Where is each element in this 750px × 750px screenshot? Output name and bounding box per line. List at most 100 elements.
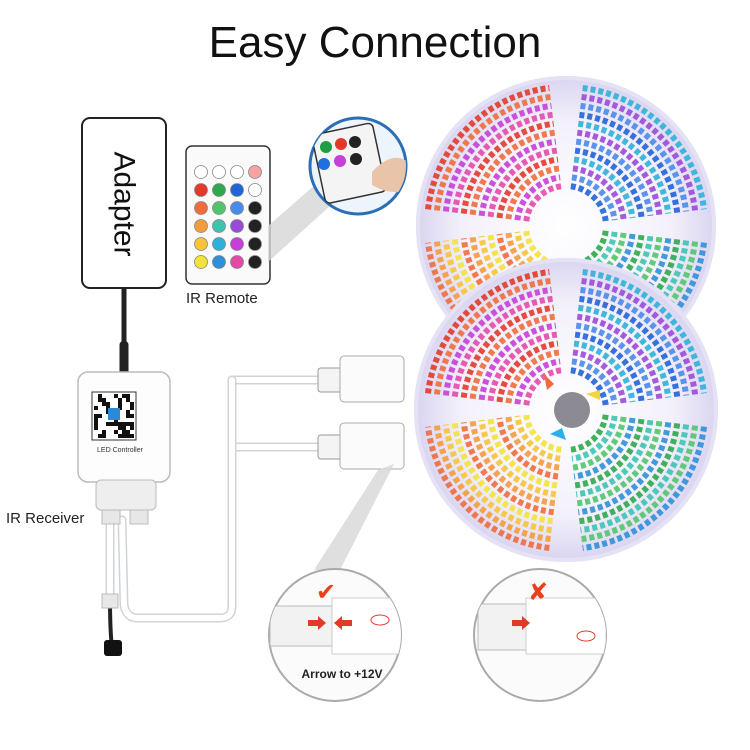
qr-code-cell bbox=[130, 426, 134, 430]
remote-button-icon bbox=[194, 255, 208, 269]
led-strip-segment bbox=[523, 183, 562, 222]
led-strip-segment bbox=[575, 322, 654, 401]
qr-code-cell bbox=[122, 422, 126, 426]
led-strip-segment bbox=[570, 414, 609, 453]
qr-code-cell bbox=[118, 426, 122, 430]
led-strip-segment bbox=[514, 358, 561, 405]
qr-code-cell bbox=[110, 422, 114, 426]
qr-code-cell bbox=[126, 430, 130, 434]
remote-button-icon bbox=[230, 183, 244, 197]
arrow-note: Arrow to +12V bbox=[301, 667, 383, 681]
remote-button-icon bbox=[248, 183, 262, 197]
qr-code-cell bbox=[118, 398, 122, 402]
led-strip-segment bbox=[487, 418, 558, 489]
led-strip-segment bbox=[580, 102, 690, 212]
led-strip-segment bbox=[571, 358, 618, 405]
remote-zoom bbox=[268, 116, 408, 262]
wrong-connection-zoom bbox=[473, 568, 607, 702]
qr-code-cell bbox=[98, 434, 102, 438]
qr-code-cell bbox=[94, 418, 98, 422]
qr-code-cell bbox=[102, 434, 106, 438]
led-strip-segment bbox=[514, 231, 561, 278]
qr-code-cell bbox=[98, 394, 102, 398]
led-strip-segment bbox=[442, 424, 552, 534]
led-strip-segment bbox=[451, 423, 553, 525]
qr-code-cell bbox=[130, 414, 134, 418]
remote-button-icon bbox=[248, 201, 262, 215]
remote-button-icon bbox=[212, 165, 226, 179]
ir-remote-label: IR Remote bbox=[186, 290, 258, 307]
led-strip-segment bbox=[487, 331, 558, 402]
qr-code-cell bbox=[130, 402, 134, 406]
remote-button-icon bbox=[248, 255, 262, 269]
led-strip-segment bbox=[579, 111, 681, 213]
led-strip-segment bbox=[514, 174, 561, 221]
remote-button-icon bbox=[230, 237, 244, 251]
led-strip-segment bbox=[582, 269, 707, 394]
correct-check-icon: ✔ bbox=[316, 578, 337, 606]
wrong-cross-icon: ✘ bbox=[528, 578, 549, 606]
led-strip-segment bbox=[580, 286, 690, 396]
led-strip-segment bbox=[572, 416, 627, 471]
remote-button-icon bbox=[194, 165, 208, 179]
adapter-label-box: Adapter bbox=[82, 120, 166, 288]
qr-code-cell bbox=[130, 422, 134, 426]
led-strip-segment bbox=[571, 174, 618, 221]
led-controller bbox=[77, 371, 171, 656]
remote-button-icon bbox=[194, 219, 208, 233]
led-strip-segment bbox=[442, 286, 552, 396]
led-strip-segment bbox=[496, 417, 559, 480]
qr-code-cell bbox=[126, 398, 130, 402]
qr-code-cell bbox=[114, 430, 118, 434]
qr-code-cell bbox=[130, 406, 134, 410]
led-strip-segment bbox=[451, 111, 553, 213]
led-strip-segment bbox=[425, 85, 550, 210]
qr-code-cell bbox=[118, 402, 122, 406]
remote-button-icon bbox=[212, 201, 226, 215]
ir-receiver-label: IR Receiver bbox=[6, 510, 85, 527]
remote-button-icon bbox=[230, 255, 244, 269]
led-strip-segment bbox=[572, 165, 627, 220]
qr-code-cell bbox=[102, 430, 106, 434]
correct-connection-zoom bbox=[268, 464, 402, 702]
remote-button-icon bbox=[248, 237, 262, 251]
qr-code-cell bbox=[122, 394, 126, 398]
led-strip-segment bbox=[577, 120, 672, 215]
led-strip-segment bbox=[496, 340, 559, 403]
led-strip-segment bbox=[575, 138, 654, 217]
remote-button-icon bbox=[248, 219, 262, 233]
led-strip-segment bbox=[523, 367, 562, 406]
led-strip-segment bbox=[577, 304, 672, 399]
led-strip-segment bbox=[570, 230, 609, 269]
remote-button-icon bbox=[194, 183, 208, 197]
led-strip-segment bbox=[579, 295, 681, 397]
qr-code-cell bbox=[126, 394, 130, 398]
remote-button-icon bbox=[194, 201, 208, 215]
qr-code-cell bbox=[126, 414, 130, 418]
led-strip-segment bbox=[575, 419, 654, 498]
led-strip-segment bbox=[442, 102, 552, 212]
led-strip-segment bbox=[573, 156, 636, 219]
led-strip-segment bbox=[577, 421, 672, 516]
qr-code-cell bbox=[98, 414, 102, 418]
qr-code-cell bbox=[98, 398, 102, 402]
qr-code-cell bbox=[122, 434, 126, 438]
remote-button-icon bbox=[230, 219, 244, 233]
led-strip-segment bbox=[523, 230, 562, 269]
led-strip-segment bbox=[505, 349, 560, 404]
led-strip-segment bbox=[505, 165, 560, 220]
ir-remote bbox=[185, 145, 271, 285]
qr-code-cell bbox=[94, 406, 98, 410]
strip-connectors bbox=[317, 355, 405, 470]
qr-code-cell bbox=[118, 422, 122, 426]
led-strip-segment bbox=[580, 424, 690, 534]
led-strip-segment bbox=[523, 414, 562, 453]
led-strip-segment bbox=[572, 349, 627, 404]
qr-code-cell bbox=[126, 422, 130, 426]
qr-code-cell bbox=[106, 402, 110, 406]
remote-button-icon bbox=[194, 237, 208, 251]
led-strip-segment bbox=[478, 322, 557, 401]
led-strip-segment bbox=[570, 367, 609, 406]
led-strip-segment bbox=[574, 418, 645, 489]
